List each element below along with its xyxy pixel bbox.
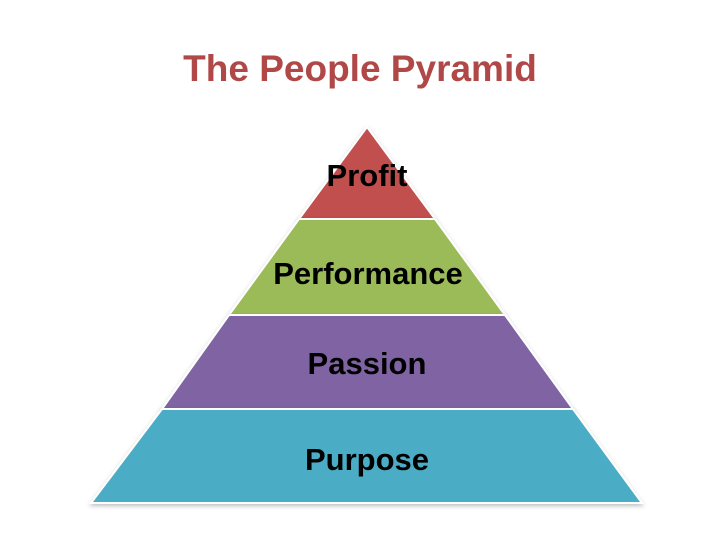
pyramid-tier-performance-label: Performance — [273, 256, 463, 291]
pyramid-tier-profit-label: Profit — [327, 158, 408, 193]
pyramid-level-purpose: Purpose — [88, 408, 644, 504]
pyramid-tier-purpose-label: Purpose — [305, 442, 429, 477]
pyramid-level-passion: Passion — [160, 314, 575, 410]
pyramid-tier-passion-label: Passion — [308, 346, 427, 381]
pyramid-tier-purpose-shape — [88, 408, 644, 504]
pyramid-level-profit: Profit — [297, 125, 437, 220]
pyramid-level-performance: Performance — [227, 218, 507, 316]
diagram-title: The People Pyramid — [183, 48, 537, 89]
